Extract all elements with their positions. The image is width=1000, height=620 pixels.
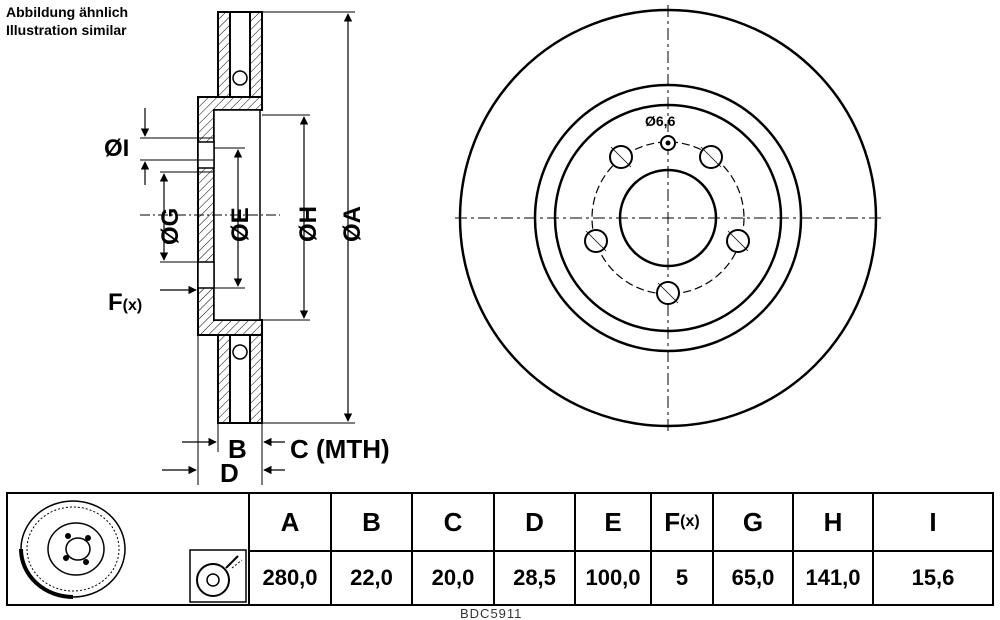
label-dim-A: ØA	[339, 206, 366, 242]
brake-disc-icon	[19, 500, 126, 599]
label-dim-C: C (MTH)	[290, 434, 390, 464]
label-dim-H: ØH	[295, 206, 322, 242]
caption-english: Illustration similar	[6, 22, 127, 38]
value-F: 5	[650, 552, 712, 604]
header-B: B	[330, 494, 411, 552]
value-I: 15,6	[872, 552, 992, 604]
header-I: I	[872, 494, 992, 552]
label-dim-B: B	[228, 434, 247, 464]
header-H: H	[792, 494, 872, 552]
header-C: C	[411, 494, 493, 552]
front-view: Ø6,6	[455, 5, 885, 432]
header-A: A	[248, 494, 330, 552]
spec-table: A B C D E F(x) G H I 280,0 22,0 20,0 28,…	[6, 492, 994, 606]
disc-thumbnail	[8, 494, 248, 604]
header-G: G	[712, 494, 792, 552]
part-number: BDC5911	[460, 606, 523, 620]
label-dim-G: ØG	[157, 208, 184, 245]
value-H: 141,0	[792, 552, 872, 604]
value-A: 280,0	[248, 552, 330, 604]
value-G: 65,0	[712, 552, 792, 604]
value-E: 100,0	[574, 552, 650, 604]
value-B: 22,0	[330, 552, 411, 604]
label-dim-E: ØE	[227, 207, 254, 242]
bolt-holes	[584, 145, 750, 305]
caption-german: Abbildung ähnlich	[6, 4, 129, 20]
value-C: 20,0	[411, 552, 493, 604]
label-dim-D: D	[220, 458, 239, 488]
label-dim-F: F(x)	[108, 289, 142, 316]
header-F-sub: (x)	[680, 513, 700, 530]
label-dim-I: ØI	[104, 135, 129, 162]
header-F: F(x)	[650, 494, 712, 552]
header-D: D	[493, 494, 574, 552]
technical-drawing: ØI ØG ØE ØH ØA F(x) B C (MTH) D	[104, 5, 885, 488]
value-D: 28,5	[493, 552, 574, 604]
header-E: E	[574, 494, 650, 552]
label-bolt-hole-diameter: Ø6,6	[645, 113, 676, 129]
disc-protection-icon	[189, 549, 247, 603]
side-section-view: ØI ØG ØE ØH ØA F(x) B C (MTH) D	[104, 11, 390, 488]
